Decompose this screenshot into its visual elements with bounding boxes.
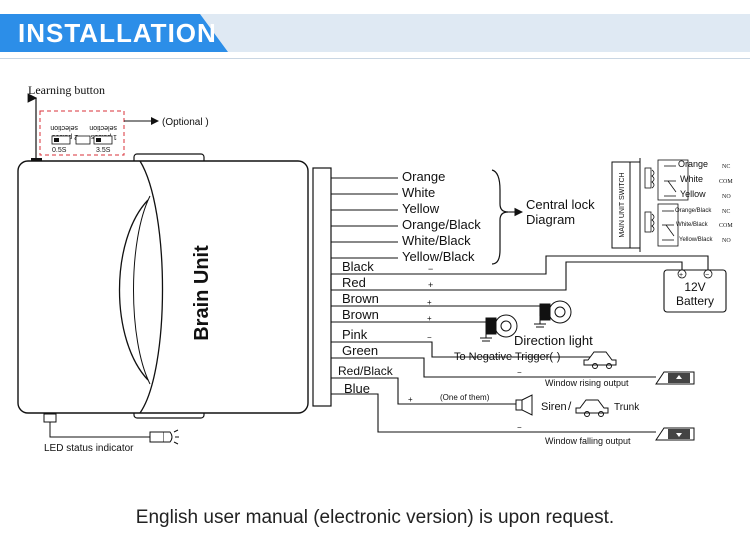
relay2-nc-label: NC bbox=[722, 209, 730, 215]
relay2-no-label: NO bbox=[722, 238, 731, 244]
led-indicator bbox=[43, 413, 179, 445]
battery: + − bbox=[663, 269, 727, 313]
black-minus-sign: − bbox=[428, 264, 433, 274]
relay1-com-label: COM bbox=[719, 179, 733, 185]
wire-black-label: Black bbox=[342, 259, 374, 274]
siren-trunk-slash: / bbox=[568, 399, 572, 413]
wiring-diagram: Learning button K1 selection 1 pulses se… bbox=[17, 83, 733, 454]
wire-red-black-label: Red/Black bbox=[338, 364, 394, 378]
brain-unit-label: Brain Unit bbox=[191, 245, 213, 341]
wire-yellow-label: Yellow bbox=[402, 201, 440, 216]
siren-label: Siren bbox=[541, 401, 567, 413]
optional-label: (Optional ) bbox=[162, 117, 209, 128]
wire-red-label: Red bbox=[342, 275, 366, 290]
wire-yellow-black-label: Yellow/Black bbox=[402, 249, 475, 264]
header-tab bbox=[0, 14, 228, 52]
direction-light-bulbs bbox=[480, 300, 572, 342]
main-switch-label: MAIN UNIT SWITCH bbox=[619, 172, 626, 237]
relay2-white-black-label: White/Black bbox=[676, 222, 709, 228]
selection-left-label: selection bbox=[89, 124, 117, 131]
wire-brown2-label: Brown bbox=[342, 307, 379, 322]
green-minus-sign: − bbox=[517, 368, 522, 377]
learning-button-label: Learning button bbox=[28, 83, 105, 97]
trunk-car-icon bbox=[575, 399, 609, 417]
manual-note: English user manual (electronic version)… bbox=[135, 507, 615, 528]
negative-trigger-label: To Negative Trigger(-) bbox=[454, 351, 560, 363]
header-band: INSTALLATION bbox=[0, 14, 750, 52]
central-lock-label-line1: Central lock bbox=[526, 197, 595, 212]
relay1-nc-label: NC bbox=[722, 164, 730, 170]
wire-orange-black-label: Orange/Black bbox=[402, 217, 481, 232]
relay1-orange-label: Orange bbox=[678, 159, 708, 169]
led-status-label: LED status indicator bbox=[44, 443, 134, 454]
time-left-label: 0.5S bbox=[52, 147, 67, 154]
central-lock-brace bbox=[491, 169, 509, 265]
trunk-label: Trunk bbox=[614, 402, 640, 413]
time-right-label: 3.5S bbox=[96, 147, 111, 154]
brown1-plus-sign: + bbox=[427, 298, 432, 307]
power-wires bbox=[330, 255, 709, 291]
main-unit-switch: MAIN UNIT SWITCH bbox=[611, 158, 689, 252]
relay1-no-label: NO bbox=[722, 194, 731, 200]
wire-orange-label: Orange bbox=[402, 169, 445, 184]
central-lock-wires bbox=[331, 177, 398, 259]
wire-pink-label: Pink bbox=[342, 327, 368, 342]
wire-green-label: Green bbox=[342, 343, 378, 358]
window-rising-label: Window rising output bbox=[545, 378, 629, 388]
window-falling-output-box bbox=[655, 427, 695, 441]
car-icon bbox=[583, 351, 617, 369]
window-falling-label: Window falling output bbox=[545, 436, 631, 446]
pink-minus-sign: − bbox=[427, 333, 432, 342]
jumper-right[interactable] bbox=[93, 135, 113, 145]
jumper-left[interactable] bbox=[51, 135, 71, 145]
selection-right-label: selection bbox=[50, 124, 78, 131]
battery-voltage-label: 12V bbox=[684, 280, 705, 294]
brown2-plus-sign: + bbox=[427, 314, 432, 323]
relay2-yellow-black-label: Yellow/Black bbox=[679, 237, 713, 243]
optional-selector: selection 1 pulses selection 2 pulses 0.… bbox=[39, 110, 125, 156]
relay1-yellow-label: Yellow bbox=[680, 189, 706, 199]
window-rising-output-box bbox=[655, 371, 695, 385]
battery-minus-sign: − bbox=[705, 272, 709, 279]
wire-brown1-label: Brown bbox=[342, 291, 379, 306]
blue-minus-sign: − bbox=[517, 423, 522, 432]
brain-unit-body bbox=[17, 153, 332, 419]
red-plus-sign: + bbox=[428, 280, 433, 290]
wire-blue-label: Blue bbox=[344, 381, 370, 396]
wire-white-black-label: White/Black bbox=[402, 233, 471, 248]
wire-white-label: White bbox=[402, 185, 435, 200]
central-lock-label-line2: Diagram bbox=[526, 212, 575, 227]
siren-icon bbox=[515, 394, 533, 416]
header-divider bbox=[0, 58, 750, 59]
page-title: INSTALLATION bbox=[18, 18, 217, 48]
relay1-white-label: White bbox=[680, 174, 703, 184]
battery-label: Battery bbox=[676, 294, 714, 308]
jumper-middle[interactable] bbox=[75, 135, 91, 145]
direction-light-label: Direction light bbox=[514, 333, 593, 348]
relay2-orange-black-label: Orange/Black bbox=[675, 208, 712, 214]
one-of-them-label: (One of them) bbox=[440, 393, 490, 402]
relay2-com-label: COM bbox=[719, 223, 733, 229]
red-black-plus-sign: + bbox=[408, 395, 413, 404]
battery-plus-sign: + bbox=[679, 272, 683, 279]
